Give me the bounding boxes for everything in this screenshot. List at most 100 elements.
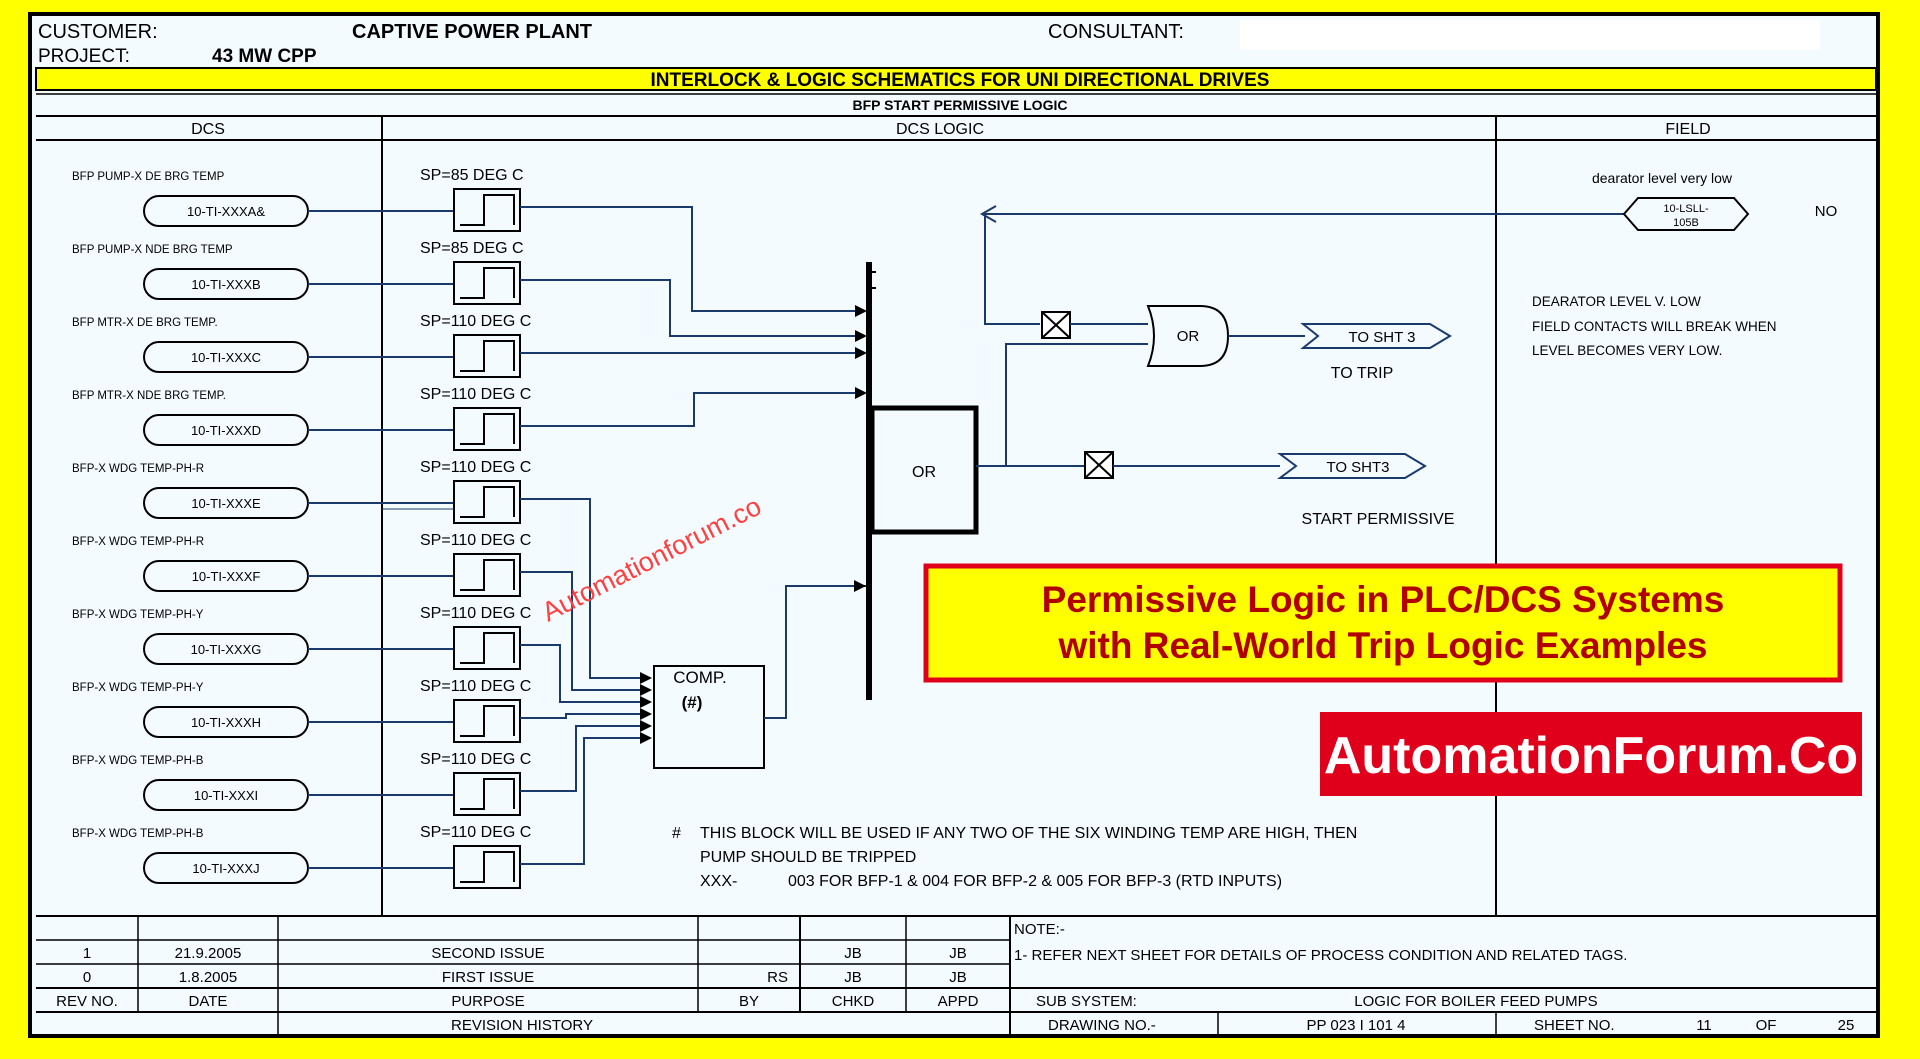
or-main-label: OR (912, 464, 936, 481)
input-description: BFP MTR-X NDE BRG TEMP. (72, 390, 226, 402)
step-symbol (460, 632, 515, 664)
sub-system-label: SUB SYSTEM: (1036, 993, 1137, 1010)
field-note-line-1: DEARATOR LEVEL V. LOW (1532, 294, 1701, 309)
step-symbol (460, 413, 515, 445)
to-sht3-trip-label: TO SHT 3 (1349, 329, 1416, 346)
deaerator-desc: dearator level very low (1592, 170, 1733, 186)
transmitter-tag-label: 10-TI-XXXG (191, 642, 262, 657)
input-description: BFP-X WDG TEMP-PH-Y (72, 609, 204, 621)
step-symbol (460, 340, 515, 372)
step-symbol (460, 705, 515, 737)
brand-box (1320, 712, 1862, 796)
revision-chkd: JB (844, 969, 862, 986)
revision-date: 21.9.2005 (175, 945, 242, 962)
chkd-header: CHKD (832, 993, 875, 1010)
transmitter-tag-label: 10-TI-XXXC (191, 350, 261, 365)
banner-line-1: Permissive Logic in PLC/DCS Systems (1042, 579, 1725, 620)
transmitter-tag-label: 10-TI-XXXB (191, 277, 260, 292)
input-row: BFP-X WDG TEMP-PH-Y 10-TI-XXXG SP=110 DEG … (72, 605, 652, 708)
of-value: 25 (1838, 1017, 1855, 1034)
revision-appd: JB (949, 945, 967, 962)
transmitter-tag-label: 10-TI-XXXE (191, 496, 261, 511)
permissive-wire (520, 206, 857, 312)
step-symbol (460, 778, 515, 810)
comp-output-wire (764, 585, 866, 719)
comp-arrow (640, 708, 652, 720)
setpoint-label: SP=85 DEG C (420, 240, 524, 257)
winding-wire (520, 498, 642, 679)
setpoint-label: SP=110 DEG C (420, 678, 531, 695)
deaerator-switch-tag (1622, 197, 1750, 231)
consultant-label: CONSULTANT: (1048, 21, 1184, 43)
comp-arrow (640, 672, 652, 684)
sub-title: BFP START PERMISSIVE LOGIC (853, 97, 1068, 113)
to-sht3-trip-connector (1300, 323, 1452, 349)
footnote: # THIS BLOCK WILL BE USED IF ANY TWO OF … (672, 825, 1357, 890)
revision-rev: 1 (83, 945, 91, 962)
date-header: DATE (189, 993, 228, 1010)
bus-arrow (855, 347, 867, 359)
input-description: BFP-X WDG TEMP-PH-R (72, 463, 204, 475)
footnote-line-2: PUMP SHOULD BE TRIPPED (700, 849, 916, 866)
sheet-label: SHEET NO. (1534, 1017, 1615, 1034)
note-1: 1- REFER NEXT SHEET FOR DETAILS OF PROCE… (1014, 947, 1627, 964)
main-title: INTERLOCK & LOGIC SCHEMATICS FOR UNI DIR… (651, 70, 1270, 91)
comp-arrow (640, 684, 652, 696)
comp-block (653, 665, 765, 769)
header-block: CUSTOMER: CAPTIVE POWER PLANT PROJECT: 4… (35, 20, 1877, 141)
sheet-value: 11 (1696, 1017, 1712, 1034)
purpose-header: PURPOSE (451, 993, 524, 1010)
bus-arrow (855, 330, 867, 342)
setpoint-label: SP=110 DEG C (420, 313, 531, 330)
revision-date: 1.8.2005 (179, 969, 237, 986)
or-trip-gate (1146, 305, 1230, 367)
transmitter-tag-label: 10-TI-XXXD (191, 423, 261, 438)
to-sht3-start-connector (1277, 453, 1427, 479)
column-dcs: DCS (191, 121, 225, 138)
bus-arrow (855, 387, 867, 399)
footnote-line-1: THIS BLOCK WILL BE USED IF ANY TWO OF TH… (700, 825, 1357, 842)
note-label: NOTE:- (1014, 921, 1065, 938)
setpoint-label: SP=110 DEG C (420, 459, 531, 476)
setpoint-label: SP=110 DEG C (420, 386, 531, 403)
by-header: BY (739, 993, 759, 1010)
footnote-xxx-label: XXX- (700, 873, 737, 890)
revision-chkd: JB (844, 945, 862, 962)
step-symbol (460, 267, 515, 299)
of-label: OF (1756, 1017, 1777, 1034)
title-bar (35, 67, 1877, 91)
comp-arrow (640, 732, 652, 744)
deaerator-tag-line1: 10-LSLL- (1663, 203, 1709, 215)
title-banner: Permissive Logic in PLC/DCS Systems with… (923, 563, 1862, 796)
project-label: PROJECT: (38, 46, 130, 67)
input-row: BFP MTR-X NDE BRG TEMP. 10-TI-XXXD SP=110 … (72, 386, 867, 451)
contact-type: NO (1815, 203, 1838, 220)
winding-wire (520, 644, 642, 703)
setpoint-label: SP=110 DEG C (420, 532, 531, 549)
banner-box (923, 563, 1843, 683)
customer-value: CAPTIVE POWER PLANT (352, 21, 592, 43)
field-section: dearator level very low 10-LSLL- 105B NO… (1532, 170, 1837, 358)
deaerator-signal-wire (984, 213, 1624, 325)
input-description: BFP-X WDG TEMP-PH-R (72, 536, 204, 548)
comp-mark: (#) (682, 693, 703, 712)
transmitter-tag-label: 10-TI-XXXH (191, 715, 261, 730)
revision-purpose: FIRST ISSUE (442, 969, 534, 986)
customer-label: CUSTOMER: (38, 21, 158, 43)
revision-history-label: REVISION HISTORY (451, 1017, 593, 1034)
step-symbol (460, 559, 515, 591)
or-main-block (869, 405, 979, 535)
winding-wire (520, 725, 642, 792)
logic-core: OR COMP. (#) TO SHT3 START PERMISSIVE OR… (653, 205, 1624, 769)
